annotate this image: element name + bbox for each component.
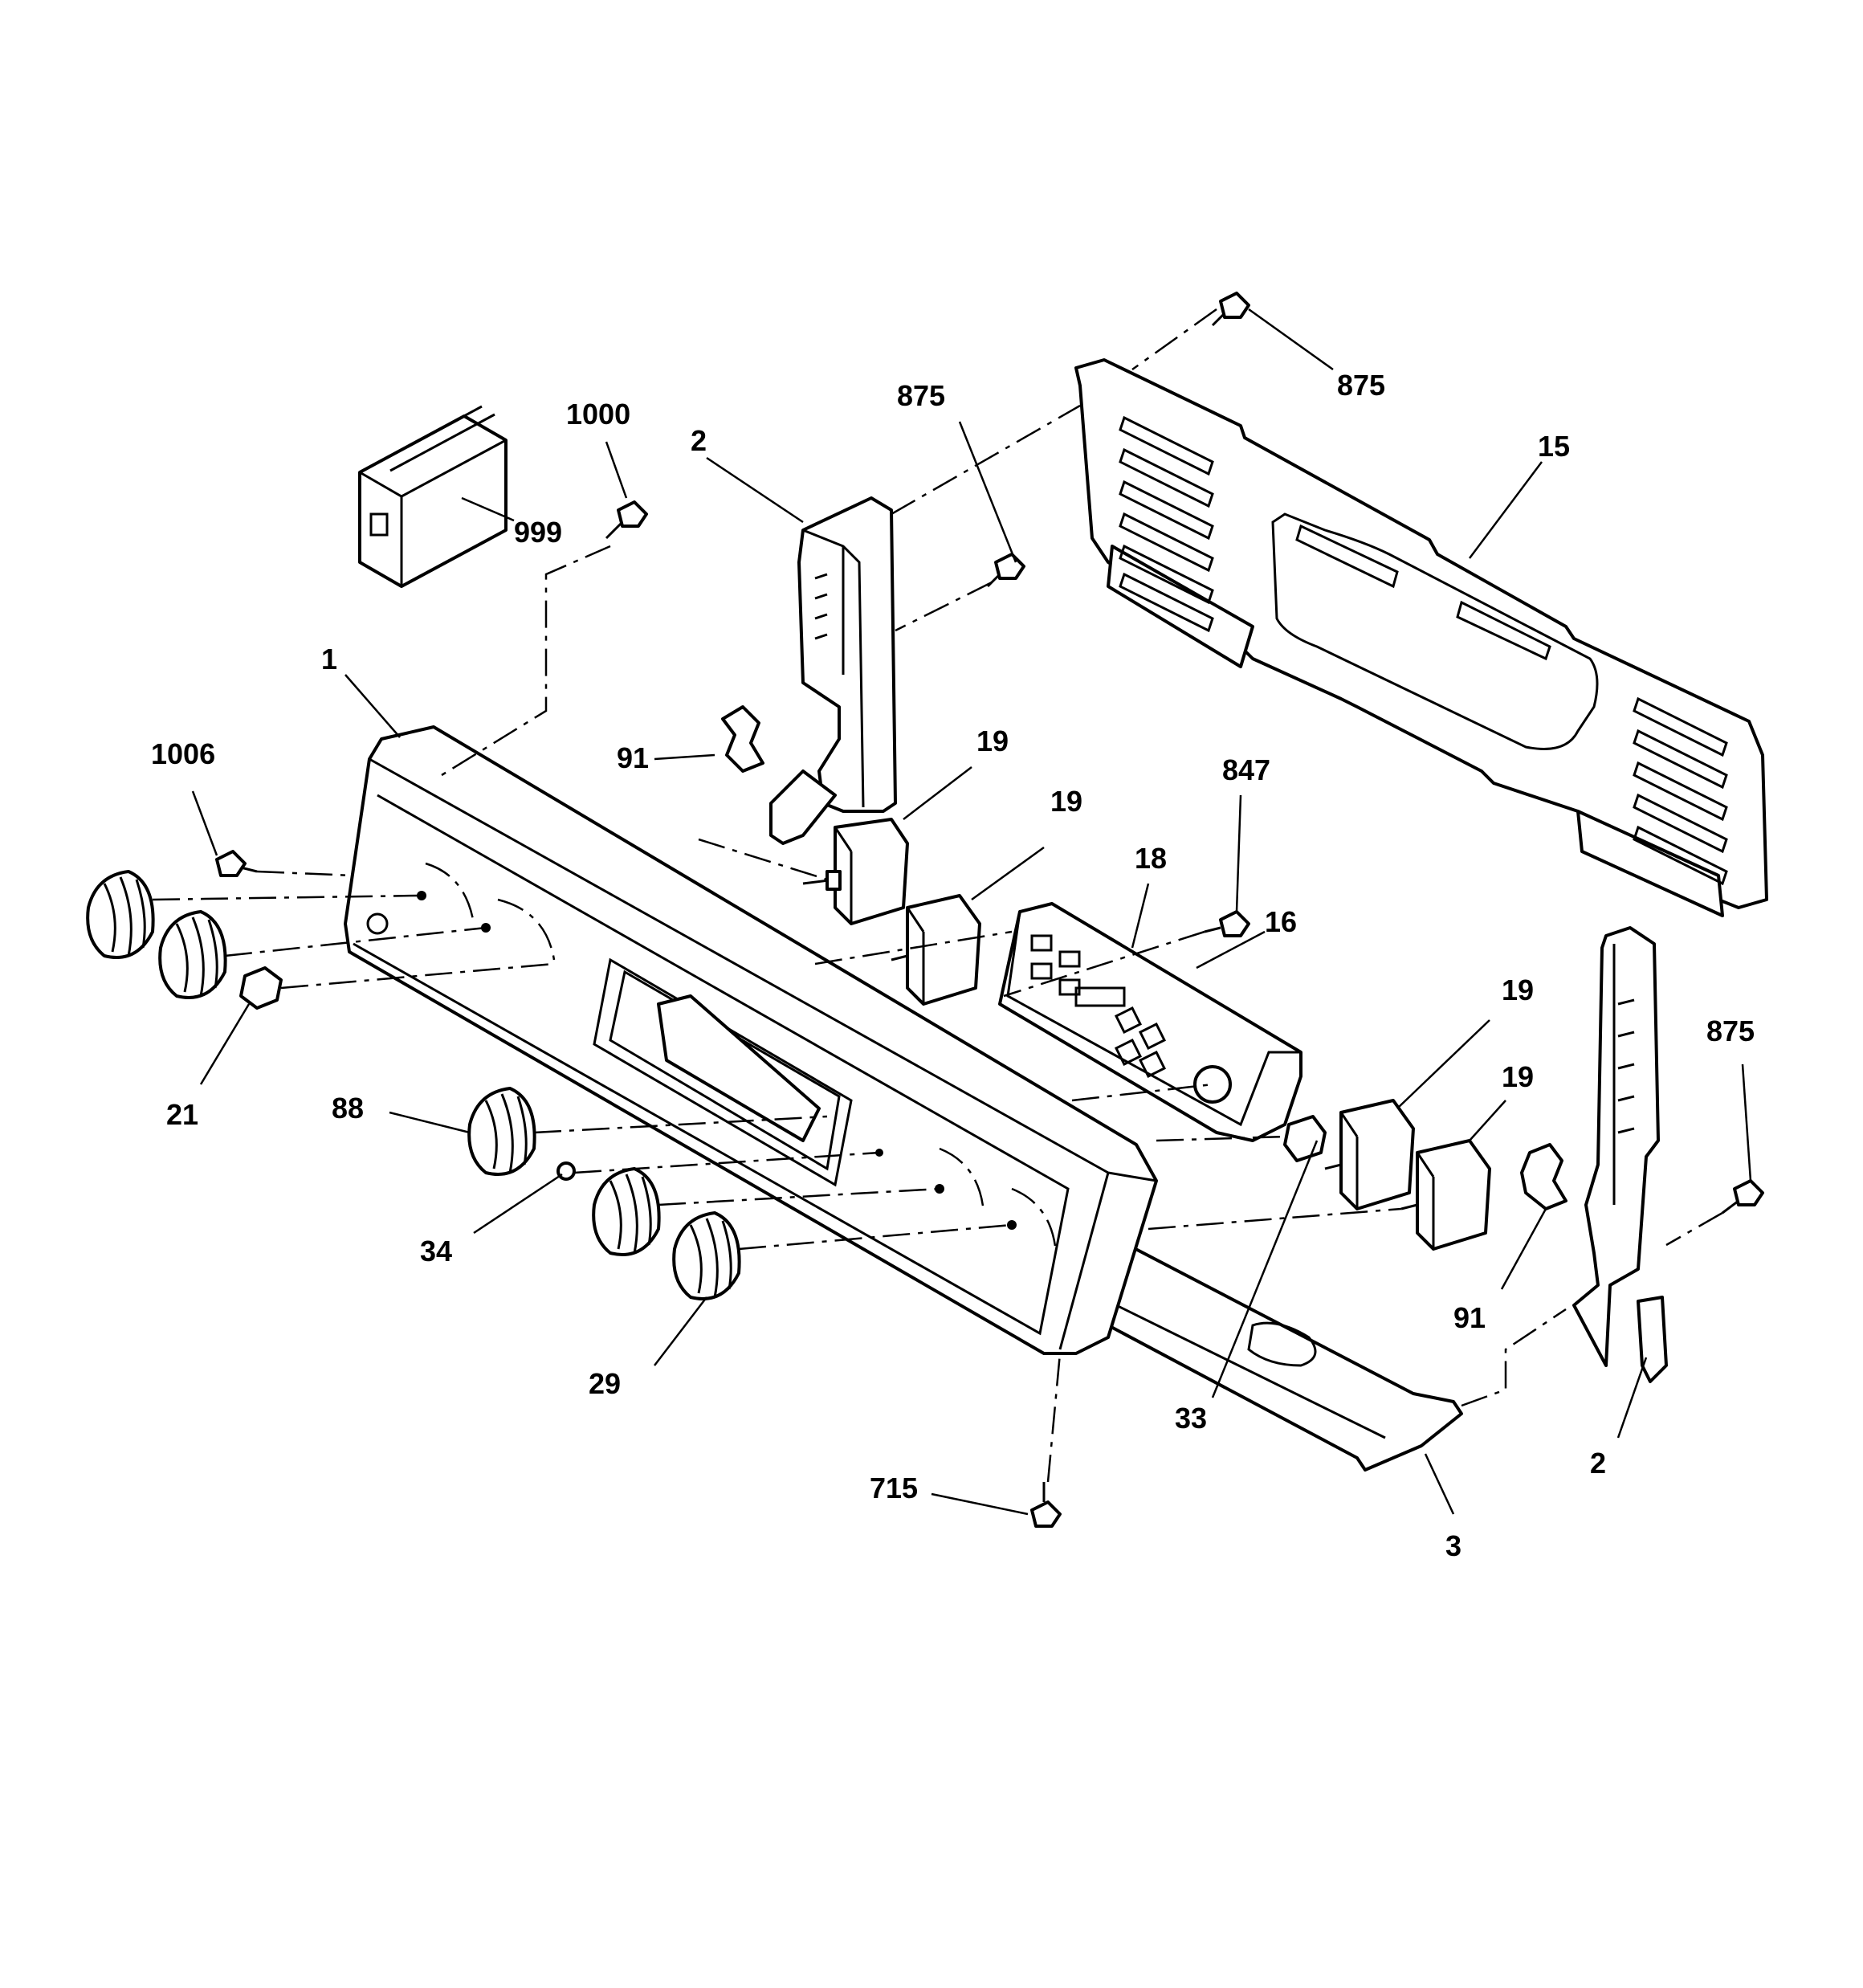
callout-999: 999 [514, 516, 563, 549]
leader-lines [191, 308, 1752, 1516]
knob-part-29-a [592, 1166, 661, 1256]
panel-dial-markings [366, 862, 1058, 1254]
connector-part-33 [1283, 1115, 1327, 1162]
callout-18: 18 [1135, 842, 1168, 875]
callout-19-c: 19 [1502, 974, 1535, 1006]
rear-cover-part-15 [1074, 358, 1768, 917]
callout-2-left: 2 [691, 424, 707, 457]
callout-16: 16 [1265, 905, 1298, 938]
side-bracket-part-2-right [1572, 926, 1668, 1383]
knob-part-88 [467, 1086, 536, 1176]
callout-91-right: 91 [1453, 1301, 1486, 1334]
trim-rail-part-3 [1099, 1239, 1463, 1472]
assembly-lines [152, 308, 1723, 1483]
callout-875-mid: 875 [897, 379, 946, 412]
infinite-switch-part-19-a [802, 818, 909, 925]
callout-21: 21 [166, 1098, 199, 1131]
callout-29: 29 [589, 1367, 622, 1400]
clip-part-91-right [1520, 1143, 1567, 1210]
callout-1000: 1000 [566, 398, 631, 431]
callout-19-b: 19 [1050, 785, 1083, 818]
infinite-switch-part-19-d [1400, 1139, 1491, 1251]
callout-875-top: 875 [1337, 369, 1386, 402]
screw-part-34 [556, 1161, 576, 1181]
callout-715: 715 [870, 1472, 919, 1504]
knob-part-29-b [672, 1210, 741, 1300]
callout-19-a: 19 [976, 725, 1009, 757]
knob-upper-left-a [86, 869, 155, 959]
infinite-switch-part-19-b [891, 894, 981, 1006]
callout-15: 15 [1538, 430, 1571, 463]
clip-part-91-left [721, 705, 764, 773]
side-bracket-part-2-left [769, 496, 897, 845]
callout-88: 88 [332, 1092, 365, 1125]
callout-875-right: 875 [1706, 1014, 1755, 1047]
infinite-switch-part-19-c [1324, 1099, 1415, 1210]
callout-19-d: 19 [1502, 1060, 1535, 1093]
screw-part-847 [1204, 910, 1250, 937]
callout-2-right: 2 [1590, 1447, 1607, 1480]
box-part-999 [358, 405, 508, 588]
callout-3: 3 [1445, 1529, 1462, 1562]
screw-part-1000 [605, 500, 648, 540]
screw-part-715 [1030, 1482, 1062, 1528]
callout-34: 34 [420, 1235, 453, 1268]
callout-91-left: 91 [617, 741, 650, 774]
screw-part-875-top [1211, 292, 1250, 327]
screw-part-875-right [1722, 1179, 1764, 1214]
screw-part-1006 [215, 850, 258, 877]
callout-1: 1 [321, 643, 338, 676]
switch-part-21 [239, 966, 283, 1010]
control-panel-part-1 [344, 725, 1158, 1355]
callout-1006: 1006 [151, 737, 216, 770]
callout-33: 33 [1175, 1402, 1208, 1435]
callout-847: 847 [1222, 753, 1271, 786]
screw-part-875-mid [986, 553, 1025, 588]
knob-upper-left-b [158, 909, 227, 999]
